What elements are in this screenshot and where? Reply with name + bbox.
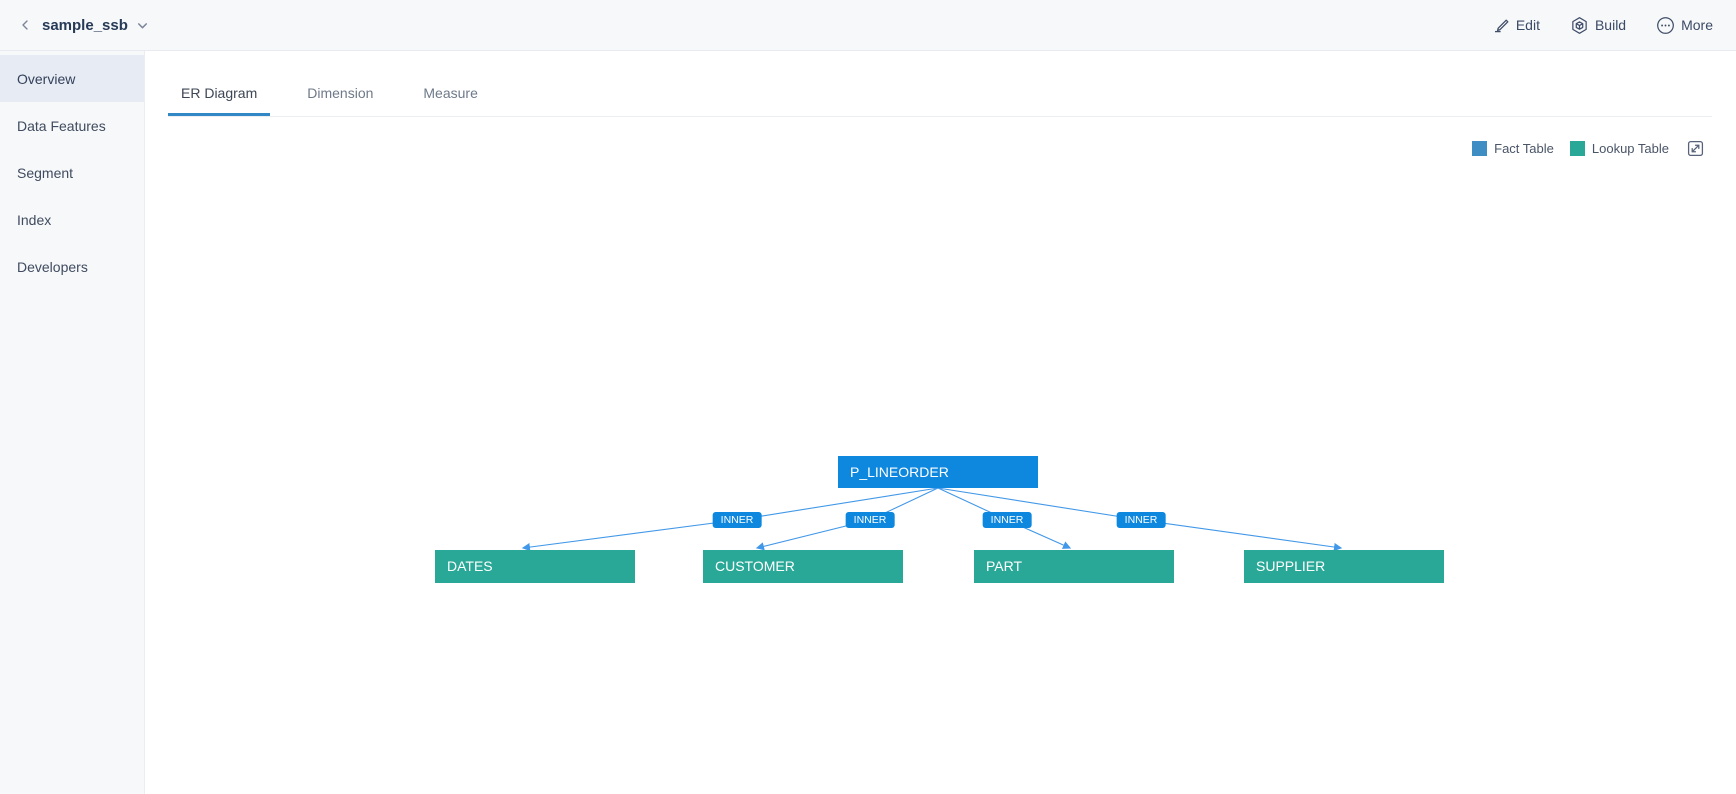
join-badge-part[interactable]: INNER (982, 512, 1032, 528)
sidebar-item-segment[interactable]: Segment (0, 149, 144, 196)
tab-measure[interactable]: Measure (423, 85, 478, 101)
fact-table-legend-label: Fact Table (1494, 140, 1554, 156)
tabbar: ER Diagram Dimension Measure (168, 51, 1712, 117)
lookup-table-legend-label: Lookup Table (1591, 140, 1669, 156)
sidebar-item-label: Index (17, 211, 52, 228)
back-chevron-icon[interactable] (14, 14, 36, 36)
hexagon-build-icon (1570, 16, 1589, 35)
build-label: Build (1594, 17, 1627, 33)
edit-button[interactable]: Edit (1492, 16, 1540, 34)
sidebar-item-overview[interactable]: Overview (0, 55, 144, 102)
lookup-table-swatch (1569, 140, 1585, 156)
sidebar-item-data-features[interactable]: Data Features (0, 102, 144, 149)
pencil-icon (1492, 16, 1510, 34)
expand-icon[interactable] (1687, 140, 1704, 157)
model-title: sample_ssb (42, 16, 128, 34)
more-button[interactable]: More (1656, 16, 1713, 35)
topbar-actions: Edit Build More (1492, 16, 1736, 35)
sidebar-item-index[interactable]: Index (0, 196, 144, 243)
fact-table-node[interactable]: P_LINEORDER (838, 456, 1038, 488)
sidebar: Overview Data Features Segment Index Dev… (0, 51, 145, 794)
ellipsis-circle-icon (1656, 16, 1675, 35)
tab-dimension[interactable]: Dimension (307, 85, 374, 101)
sidebar-item-label: Segment (17, 164, 74, 181)
sidebar-item-label: Overview (17, 70, 76, 87)
sidebar-item-label: Data Features (17, 117, 106, 134)
lookup-table-node-dates[interactable]: DATES (435, 550, 635, 583)
more-label: More (1681, 17, 1713, 33)
chevron-down-icon[interactable] (136, 19, 149, 32)
build-button[interactable]: Build (1570, 16, 1626, 35)
fact-table-swatch (1472, 140, 1488, 156)
lookup-table-node-supplier[interactable]: SUPPLIER (1244, 550, 1444, 583)
join-badge-customer[interactable]: INNER (845, 512, 895, 528)
topbar-left: sample_ssb (0, 14, 149, 36)
topbar: sample_ssb Edit Build (0, 0, 1736, 51)
lookup-table-node-part[interactable]: PART (974, 550, 1174, 583)
diagram-legend: Fact Table Lookup Table (1472, 139, 1704, 157)
sidebar-item-developers[interactable]: Developers (0, 243, 144, 290)
sidebar-item-label: Developers (17, 258, 88, 275)
main-content: ER Diagram Dimension Measure Fact Table … (145, 51, 1736, 794)
join-badge-dates[interactable]: INNER (712, 512, 762, 528)
tab-er-diagram[interactable]: ER Diagram (168, 85, 271, 116)
er-diagram-canvas (521, 487, 1343, 552)
lookup-table-node-customer[interactable]: CUSTOMER (703, 550, 903, 583)
edit-label: Edit (1515, 17, 1540, 33)
join-badge-supplier[interactable]: INNER (1116, 512, 1166, 528)
